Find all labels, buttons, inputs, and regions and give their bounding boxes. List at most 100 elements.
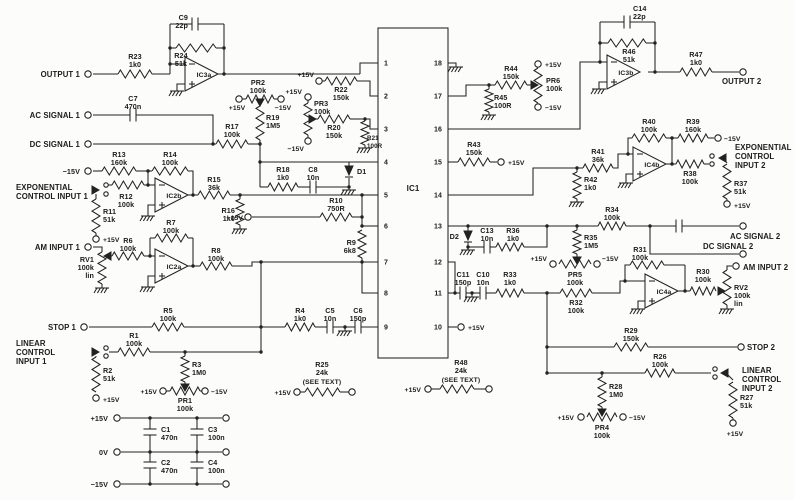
- label: +15V: [298, 72, 315, 79]
- label: AM INPUT 1: [35, 243, 81, 252]
- label: AC SIGNAL 1: [30, 111, 81, 120]
- pin-number: 2: [384, 94, 388, 101]
- wire: [598, 81, 607, 89]
- label: +15V: [531, 256, 548, 263]
- label: 100k: [546, 84, 562, 93]
- resistor-R2: [91, 356, 101, 393]
- junction-dot: [598, 41, 602, 45]
- label: 150k: [623, 334, 639, 343]
- label: 51k: [103, 215, 115, 224]
- ground-icon: [718, 308, 734, 315]
- capacitor-C9: [191, 17, 199, 31]
- label: 100k: [567, 278, 583, 287]
- label: −15V: [545, 105, 562, 112]
- wiper-arrow-icon: [180, 383, 190, 393]
- label: C13: [480, 226, 494, 235]
- terminal: [457, 323, 465, 331]
- junction-dot: [466, 224, 470, 228]
- label: 150k: [466, 148, 482, 157]
- resistor-R14: [151, 166, 189, 176]
- opamp-label: IC4b: [644, 162, 659, 169]
- label: 22p: [175, 21, 188, 30]
- wire: [649, 226, 739, 255]
- terminal: [732, 262, 740, 270]
- junction-dot: [347, 185, 351, 189]
- label: R19: [266, 113, 280, 122]
- resistor-R34: [597, 220, 627, 232]
- label: −15V: [724, 136, 741, 143]
- opamp-IC4a: IC4a: [644, 273, 680, 309]
- label: 100k: [78, 263, 94, 272]
- capacitor-C1: [143, 428, 157, 436]
- label: R24: [174, 51, 188, 60]
- label: +15V: [103, 397, 120, 404]
- resistor-PR1: [169, 385, 201, 397]
- junction-dot: [360, 224, 364, 228]
- labels-layer: OUTPUT 1AC SIGNAL 1DC SIGNAL 1−15VEXPONE…: [16, 4, 792, 489]
- pin-number: 4: [384, 160, 388, 167]
- capacitor-C6: [354, 320, 362, 334]
- contact: [103, 182, 109, 188]
- label: R3: [192, 360, 201, 369]
- label: PR5: [568, 270, 582, 279]
- label: R20: [327, 123, 341, 132]
- ground-icon: [590, 88, 606, 95]
- opamp-label: IC2b: [166, 193, 181, 200]
- label: −15V: [227, 215, 244, 222]
- resistor-R31: [629, 259, 665, 271]
- terminal: [497, 158, 505, 166]
- resistor-R19: [254, 105, 266, 141]
- wire: [448, 261, 456, 293]
- label: R34: [605, 205, 619, 214]
- label: 160k: [685, 125, 701, 134]
- label: EXPONENTIAL: [735, 143, 792, 152]
- resistor-R46: [607, 38, 647, 48]
- junction-dot: [487, 83, 491, 87]
- label: 1M0: [192, 368, 206, 377]
- label: 470n: [161, 433, 178, 442]
- pin-number: 7: [384, 260, 388, 267]
- junction-dot: [211, 142, 215, 146]
- label: 51k: [623, 55, 635, 64]
- label: 10n: [307, 173, 320, 182]
- contact: [103, 191, 109, 197]
- ground-icon: [93, 287, 109, 294]
- resistor-R43: [457, 156, 491, 168]
- capacitor-C11: [459, 286, 467, 300]
- opamp-IC2b: IC2b: [154, 177, 190, 213]
- capacitor-C4: [190, 461, 204, 469]
- resistor-R48: [439, 383, 475, 395]
- label: 10n: [324, 314, 337, 323]
- label: 100k: [682, 177, 698, 186]
- label: R41: [591, 147, 605, 156]
- label: D2: [450, 232, 459, 241]
- pin-number: 9: [384, 325, 388, 332]
- ground-icon: [617, 182, 633, 189]
- label: R9: [347, 238, 356, 247]
- label: 51k: [103, 374, 115, 383]
- resistor-R23: [117, 68, 153, 80]
- label: +15V: [229, 105, 246, 112]
- junction-dot: [146, 169, 150, 173]
- contact: [712, 374, 718, 380]
- label: PR6: [546, 76, 560, 85]
- label: +15V: [141, 389, 158, 396]
- label: 470n: [125, 102, 142, 111]
- label: 100k: [641, 125, 657, 134]
- junction-dot: [545, 345, 549, 349]
- label: R46: [622, 47, 636, 56]
- label: STOP 1: [48, 323, 77, 332]
- terminal: [235, 95, 243, 103]
- opamp-label: IC3b: [618, 70, 633, 77]
- terminal: [304, 137, 312, 145]
- wiper-arrow-icon: [719, 368, 729, 378]
- label: 100k: [162, 158, 178, 167]
- label: +15V: [727, 431, 744, 438]
- label: R43: [467, 140, 481, 149]
- junction-dot: [466, 245, 470, 249]
- ground-icon: [336, 330, 352, 337]
- terminal: [424, 385, 432, 393]
- junction-dot: [648, 224, 652, 228]
